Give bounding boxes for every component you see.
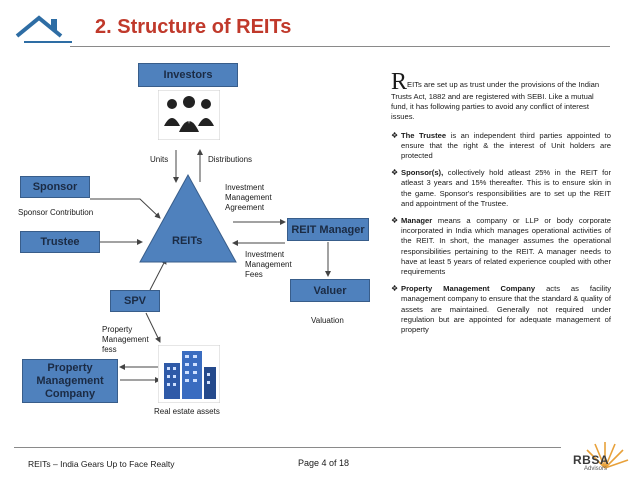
diamond-bullet-icon: ❖ [391,168,399,178]
trustee-box: Trustee [20,231,100,253]
bullet-text: is an independent third parties appointe… [401,130,611,161]
property-management-fess-label: Property Management fess [102,325,149,354]
units-label: Units [150,155,169,164]
bullet-text: means a company or LLP or body corporate… [401,216,611,277]
rbsa-logo-text: RBSA [573,453,610,467]
valuer-box: Valuer [290,279,370,302]
bullet-manager: ❖ Manager means a company or LLP or body… [391,216,611,277]
bullet-term: Property Management Company [401,284,536,294]
footer-title: REITs – India Gears Up to Face Realty [28,459,175,469]
investment-management-agreement-label: Investment Management Agreement [225,183,272,212]
investors-box: Investors [138,63,238,87]
house-logo-icon [15,15,72,43]
rbsa-sunburst-logo-icon [586,442,629,469]
real-estate-building-icon [158,345,220,403]
page-title: 2. Structure of REITs [95,16,292,38]
page-number: Page 4 of 18 [298,458,350,468]
rbsa-logo-subtext: Advisors [584,466,608,472]
bullet-text: collectively hold atleast 25% in the REI… [401,168,611,208]
bullet-term: Sponsor(s), [401,168,444,178]
property-management-company-box: Property Management Company [22,359,118,403]
diamond-bullet-icon: ❖ [391,216,399,226]
sponsor-box: Sponsor [20,176,90,198]
investment-management-fees-label: Investment Management Fees [245,250,292,279]
diamond-bullet-icon: ❖ [391,130,399,140]
bullet-term: Manager [401,216,433,226]
sponsor-contribution-label: Sponsor Contribution [18,208,94,217]
bullet-trustee: ❖ The Trustee is an independent third pa… [391,131,611,162]
description-text: REITs are set up as trust under the prov… [391,69,611,342]
real-estate-assets-label: Real estate assets [154,407,220,416]
reits-label: REITs [172,235,203,247]
distributions-label: Distributions [208,155,253,164]
intro-paragraph: REITs are set up as trust under the prov… [391,69,611,123]
valuation-label: Valuation [311,316,344,325]
spv-box: SPV [110,290,160,312]
intro-text: EITs are set up as trust under the provi… [391,80,600,122]
footer-divider [14,447,561,448]
bullet-term: The Trustee [401,130,447,140]
investors-group-icon [158,90,220,140]
diamond-bullet-icon: ❖ [391,284,399,294]
bullet-text: acts as facility management company to e… [401,284,611,335]
bullet-sponsor: ❖ Sponsor(s), collectively hold atleast … [391,168,611,209]
title-divider [70,46,610,47]
reit-manager-box: REIT Manager [287,218,369,241]
intro-initial: R [391,69,408,95]
bullet-property-management: ❖ Property Management Company acts as fa… [391,284,611,335]
diagram-connectors [90,149,331,383]
